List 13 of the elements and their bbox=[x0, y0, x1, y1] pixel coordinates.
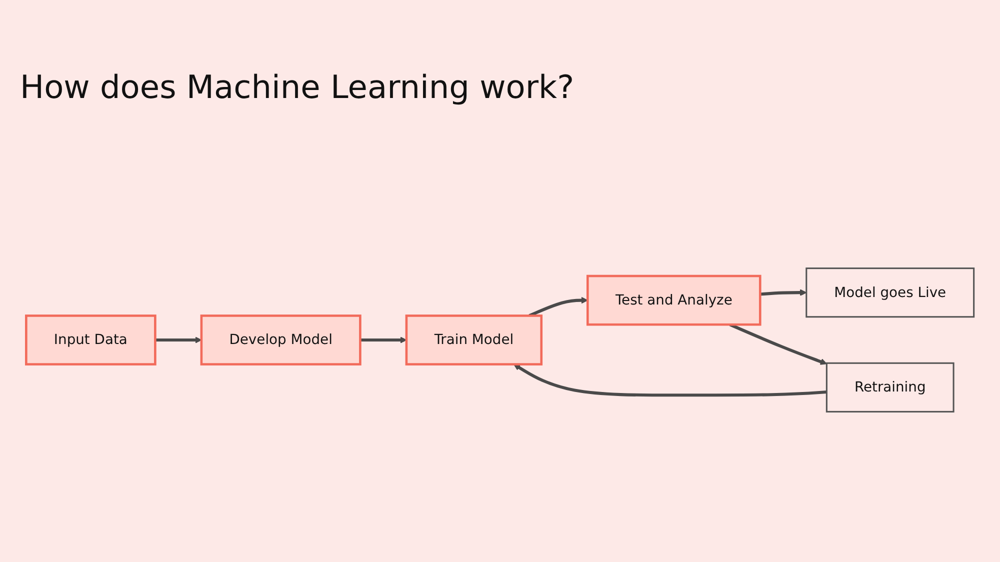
title: How does Machine Learning work? bbox=[20, 68, 574, 106]
arrow bbox=[729, 323, 827, 365]
arrow bbox=[514, 364, 827, 397]
arrow bbox=[760, 289, 807, 296]
node-box: Test and Analyze bbox=[586, 274, 762, 326]
node-box: Model goes Live bbox=[806, 268, 975, 318]
node-box: Retraining bbox=[826, 362, 954, 412]
node-box: Develop Model bbox=[200, 314, 362, 366]
node-box: Train Model bbox=[405, 314, 543, 366]
node-box: Input Data bbox=[25, 314, 156, 366]
arrow bbox=[528, 296, 588, 318]
arrow bbox=[360, 336, 407, 344]
arrow bbox=[155, 336, 202, 344]
